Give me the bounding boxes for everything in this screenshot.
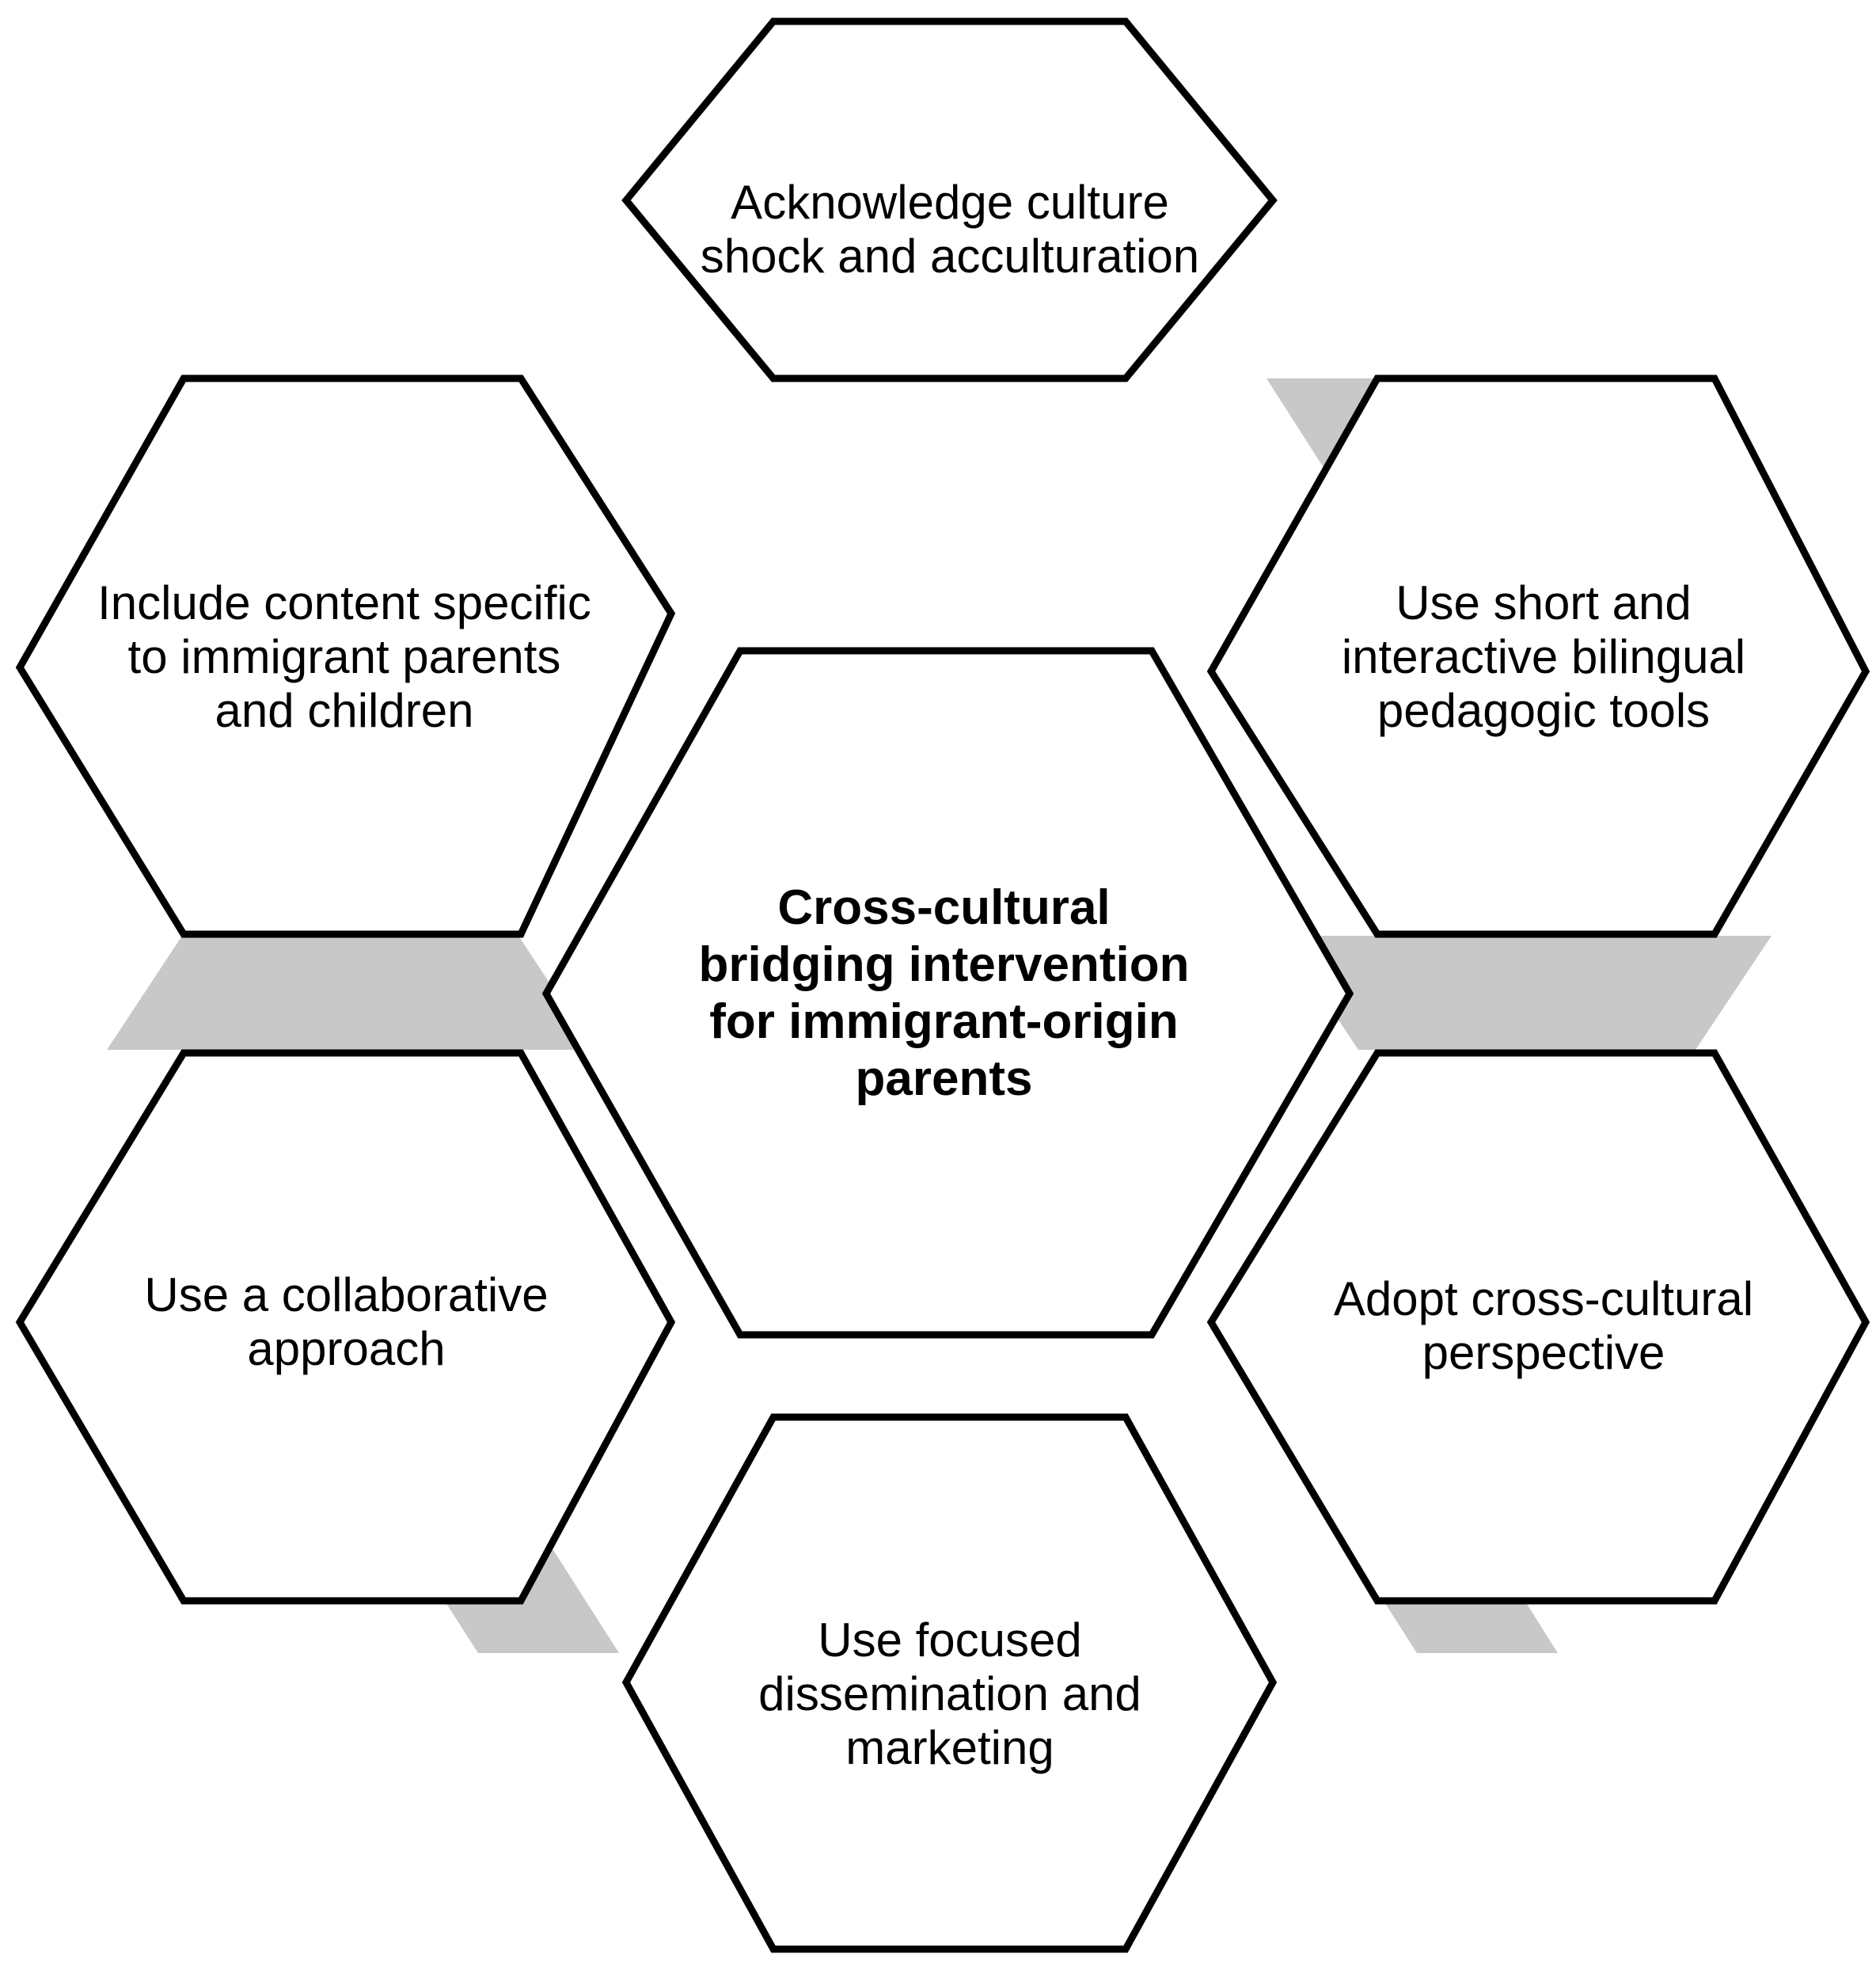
hexagon-upper-left[interactable] [15,374,676,938]
hexagon-top[interactable] [621,17,1278,382]
hexagon-center[interactable] [541,647,1354,1339]
hexagon-upper-right[interactable] [1206,374,1870,938]
connector-upper-left-to-lower-left [107,936,594,1050]
hexagon-lower-right[interactable] [1206,1049,1870,1605]
connector-upper-right-to-lower-right [1282,936,1772,1050]
hexagon-lower-left[interactable] [15,1049,676,1605]
hexagon-bottom[interactable] [621,1413,1278,1953]
